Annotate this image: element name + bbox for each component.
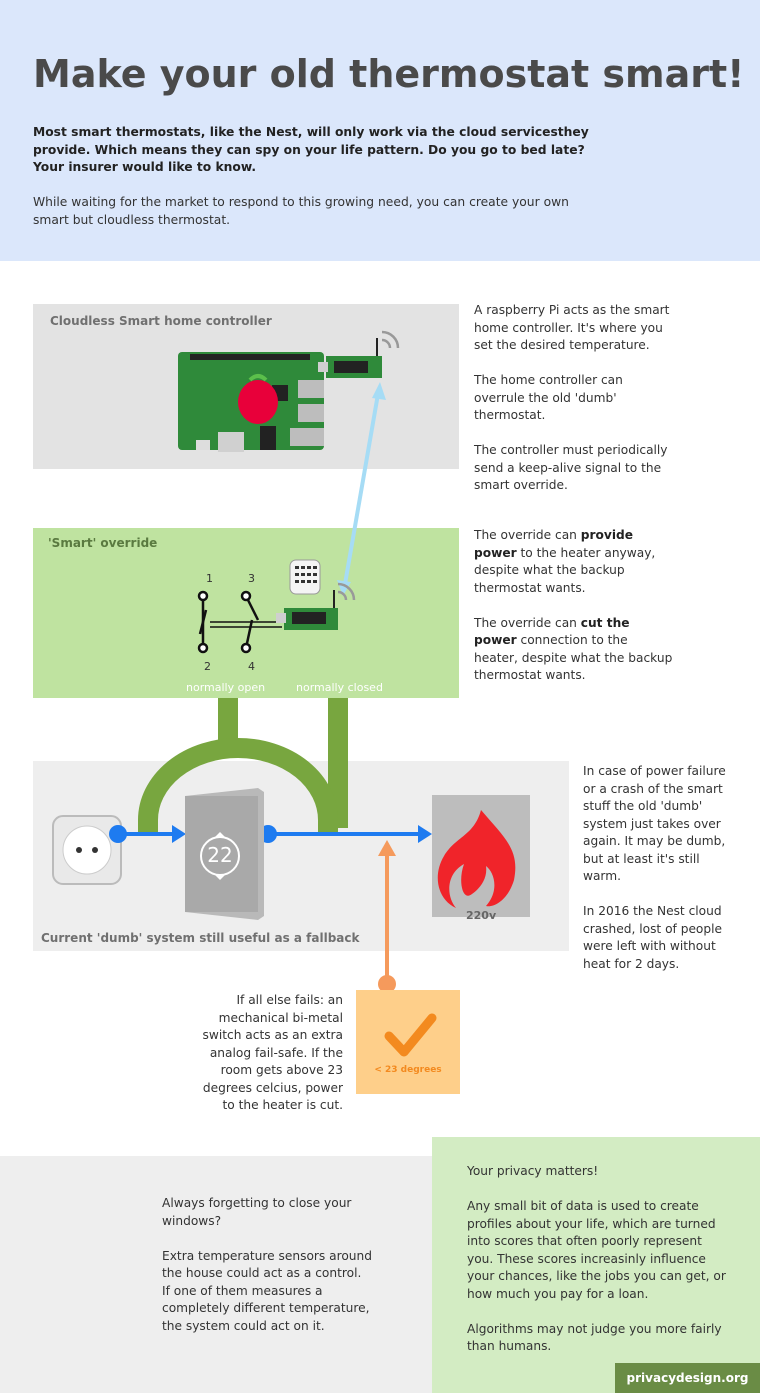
pin-2-label: 2 [204,660,211,673]
failsafe-dot [378,975,396,993]
label-normally-open: normally open [186,681,266,694]
intro-text: While waiting for the market to respond … [33,195,569,227]
flame-icon [437,810,516,908]
controller-title: Cloudless Smart home controller [50,314,272,328]
override-title: 'Smart' override [48,536,158,550]
dumb-text-1: In case of power failure or a crash of t… [583,764,726,883]
pin-4-label: 4 [248,660,255,673]
radio-module-icon [318,330,400,378]
arrowhead-up-icon [378,840,396,856]
keepalive-link [343,393,380,585]
bypass-pipe [138,738,338,836]
privacy-text: Your privacy matters! Any small bit of d… [467,1163,732,1373]
privacy-section [432,1137,760,1393]
dumb-text-2: In 2016 the Nest cloud crashed, lost of … [583,904,723,971]
privacy-text-1: Any small bit of data is used to create … [467,1199,726,1301]
failsafe-threshold-label: < 23 degrees [374,1065,442,1075]
override-description: The override can provide power to the he… [474,527,674,702]
dumb-system-title: Current 'dumb' system still useful as a … [41,931,360,945]
label-normally-closed: normally closed [296,681,383,694]
sensors-description: Always forgetting to close your windows?… [162,1195,372,1353]
page-title: Make your old thermostat smart! [33,52,745,96]
relay-switches-icon [197,590,282,654]
arrow-up-icon [214,832,226,838]
thermostat-icon [185,788,264,920]
pin-3-label: 3 [248,572,255,585]
heater-voltage-label: 220v [466,909,497,922]
sensors-section [0,1156,433,1393]
checkmark-icon [384,1013,437,1057]
heater-icon [432,795,530,917]
sensors-text-1: Always forgetting to close your windows? [162,1196,352,1228]
dumb-system-description: In case of power failure or a crash of t… [583,763,733,991]
pin-1-label: 1 [206,572,213,585]
temperature-sensor-icon [276,559,356,630]
privacy-text-2: Algorithms may not judge you more fairly… [467,1321,722,1354]
header-banner [0,0,760,261]
thermostat-display: 22 [207,843,233,867]
override-box [33,528,459,698]
arrow-down-icon [214,874,226,880]
wall-socket-icon [52,815,122,885]
arrowhead-right-icon [172,825,186,843]
lead-text: Most smart thermostats, like the Nest, w… [33,125,589,174]
arrowhead-up-icon [372,382,386,400]
privacydesign-link[interactable]: privacydesign.org [615,1363,760,1393]
sensors-text-2: Extra temperature sensors around the hou… [162,1248,372,1333]
override-text-1: The override can provide power to the he… [474,528,656,595]
flow-start-dot [109,825,127,843]
arrowhead-right-icon [418,825,432,843]
failsafe-text: If all else fails: an mechanical bi-meta… [202,993,343,1112]
controller-text-3: The controller must periodically send a … [474,443,668,492]
controller-text-2: The home controller can overrule the old… [474,373,623,422]
override-text-2: The override can cut the power connectio… [474,615,673,683]
sensor-icon-overlay [32,1193,136,1297]
privacy-heading: Your privacy matters! [467,1164,599,1178]
controller-description: A raspberry Pi acts as the smart home co… [474,302,674,512]
raspberry-pi-icon [178,352,324,452]
controller-text-1: A raspberry Pi acts as the smart home co… [474,303,670,352]
